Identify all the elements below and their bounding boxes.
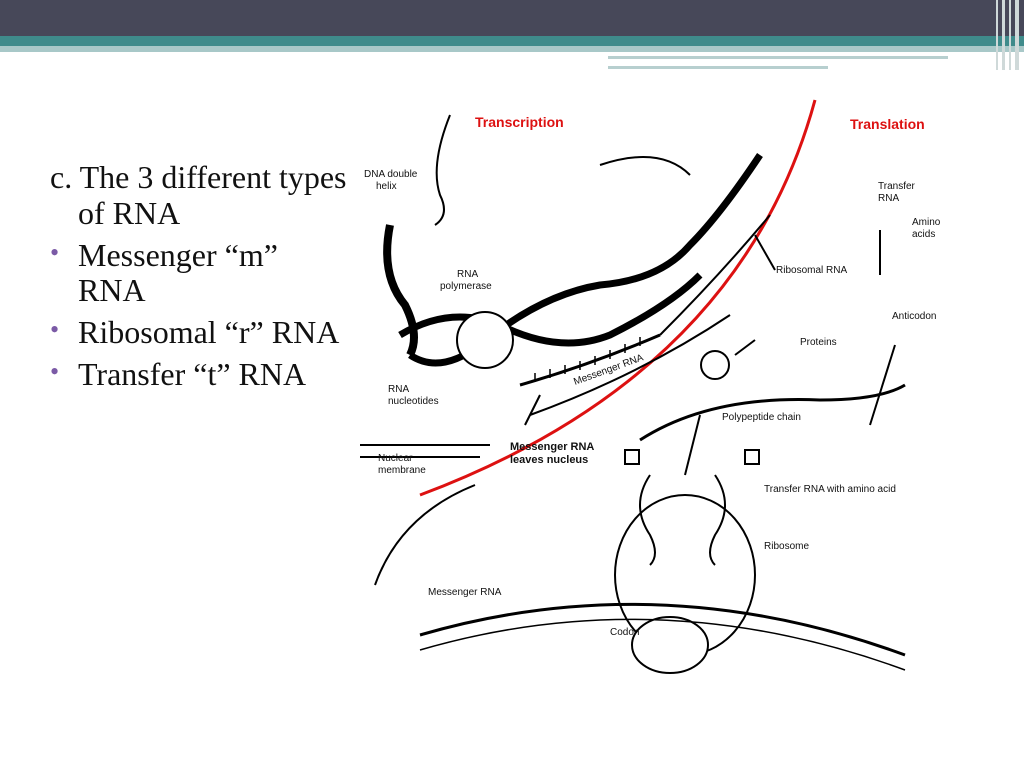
- label-transfer-rna-2: RNA: [878, 193, 899, 204]
- label-messenger-leaves-2: leaves nucleus: [510, 454, 588, 466]
- mrna-strand: [519, 333, 661, 387]
- mrna-exit: [374, 484, 476, 586]
- mrna-nucleotides: [534, 337, 641, 382]
- label-nuclear-membrane: Nuclear: [378, 453, 413, 464]
- label-ribosome: Ribosome: [764, 541, 809, 552]
- label-transfer-rna: Transfer: [878, 181, 916, 192]
- transcription-heading: Transcription: [475, 114, 564, 130]
- label-messenger-rna-bottom: Messenger RNA: [428, 587, 502, 598]
- trna-pair: [624, 449, 760, 566]
- dna-helix: [383, 114, 763, 367]
- nuclear-membrane: [659, 214, 771, 336]
- label-amino-acids-2: acids: [912, 229, 935, 240]
- label-rna-nucleotides: RNA: [388, 384, 409, 395]
- label-dna-helix-2: helix: [376, 181, 397, 192]
- label-ribosomal-rna: Ribosomal RNA: [776, 265, 847, 276]
- decorative-vertical-lines: [996, 0, 1019, 70]
- label-amino-acids: Amino: [912, 217, 941, 228]
- accent-band: [0, 36, 1024, 46]
- rna-polymerase: [456, 311, 514, 369]
- decorative-line: [608, 56, 948, 59]
- decorative-line: [608, 66, 828, 69]
- title-bar: [0, 0, 1024, 36]
- label-anticodon: Anticodon: [892, 311, 936, 322]
- arrows: [524, 230, 896, 476]
- nuclear-membrane: [529, 314, 731, 416]
- label-proteins: Proteins: [800, 337, 837, 348]
- bullet-ribosomal-rna: Ribosomal “r” RNA: [50, 314, 350, 351]
- mrna-bottom-inner: [419, 618, 906, 671]
- label-transfer-with-amino: Transfer RNA with amino acid: [764, 484, 896, 495]
- bullet-transfer-rna: Transfer “t” RNA: [50, 356, 350, 393]
- accent-band-light: [0, 46, 1024, 52]
- label-rna-polymerase: RNA: [457, 269, 478, 280]
- label-messenger-leaves: Messenger RNA: [510, 441, 594, 453]
- mrna-bottom: [419, 602, 906, 657]
- slide-heading: c. The 3 different types of RNA: [50, 159, 347, 231]
- label-rna-polymerase-2: polymerase: [440, 281, 492, 292]
- ribosome-small: [631, 616, 709, 674]
- divider-line: [419, 99, 817, 497]
- slide-text: c. The 3 different types of RNA Messenge…: [50, 159, 350, 399]
- bullet-messenger-rna: Messenger “m” RNA: [50, 237, 350, 310]
- label-rna-nucleotides-2: nucleotides: [388, 396, 439, 407]
- translation-heading: Translation: [850, 116, 925, 132]
- rna-diagram: Transcription Translation: [360, 99, 941, 674]
- protein-blob: [700, 350, 730, 380]
- polypeptide-chain: [639, 383, 906, 442]
- label-nuclear-membrane-2: membrane: [378, 465, 426, 476]
- label-polypeptide: Polypeptide chain: [722, 412, 801, 423]
- label-dna-helix: DNA double: [364, 169, 418, 180]
- label-codon: Codon: [610, 627, 639, 638]
